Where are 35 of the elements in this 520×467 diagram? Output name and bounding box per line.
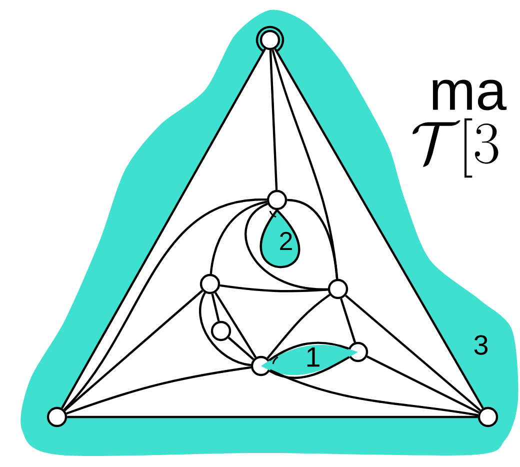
edge-line: [211, 294, 220, 322]
vertex: [478, 406, 498, 428]
edge-line: [220, 284, 328, 292]
vertex: [266, 190, 288, 210]
edge-line: [266, 294, 330, 359]
edge-line: [199, 292, 252, 366]
edge-line: [366, 356, 480, 414]
edge-line: [67, 416, 478, 418]
edge-line: [61, 48, 266, 409]
edge-line: [244, 202, 328, 290]
edge-line: [274, 48, 484, 409]
edge-line: [228, 336, 254, 360]
edge-line: [66, 366, 252, 415]
face-number: 3: [474, 335, 488, 355]
edge-line: [269, 356, 350, 379]
heading-text: ma: [432, 80, 507, 110]
edge-line: [214, 292, 257, 358]
edge-line: [287, 198, 338, 280]
face-number: 2: [280, 232, 292, 250]
edge-line: [63, 198, 267, 411]
edge-line: [64, 290, 204, 412]
edge-line: [269, 50, 278, 190]
edge-line: [260, 208, 300, 268]
edge-line: [344, 294, 482, 412]
vertex: [46, 406, 68, 428]
formula: $\mathcal{T}[3$: [412, 118, 498, 178]
face-number: 1: [307, 347, 320, 367]
vertex: [328, 278, 348, 300]
edge-line: [340, 298, 356, 343]
edge-line: [270, 369, 478, 416]
edge-line: [210, 200, 268, 274]
vertex: [260, 30, 280, 50]
edge-line: [268, 342, 349, 362]
vertex: [210, 320, 232, 342]
vertex: [200, 274, 220, 294]
